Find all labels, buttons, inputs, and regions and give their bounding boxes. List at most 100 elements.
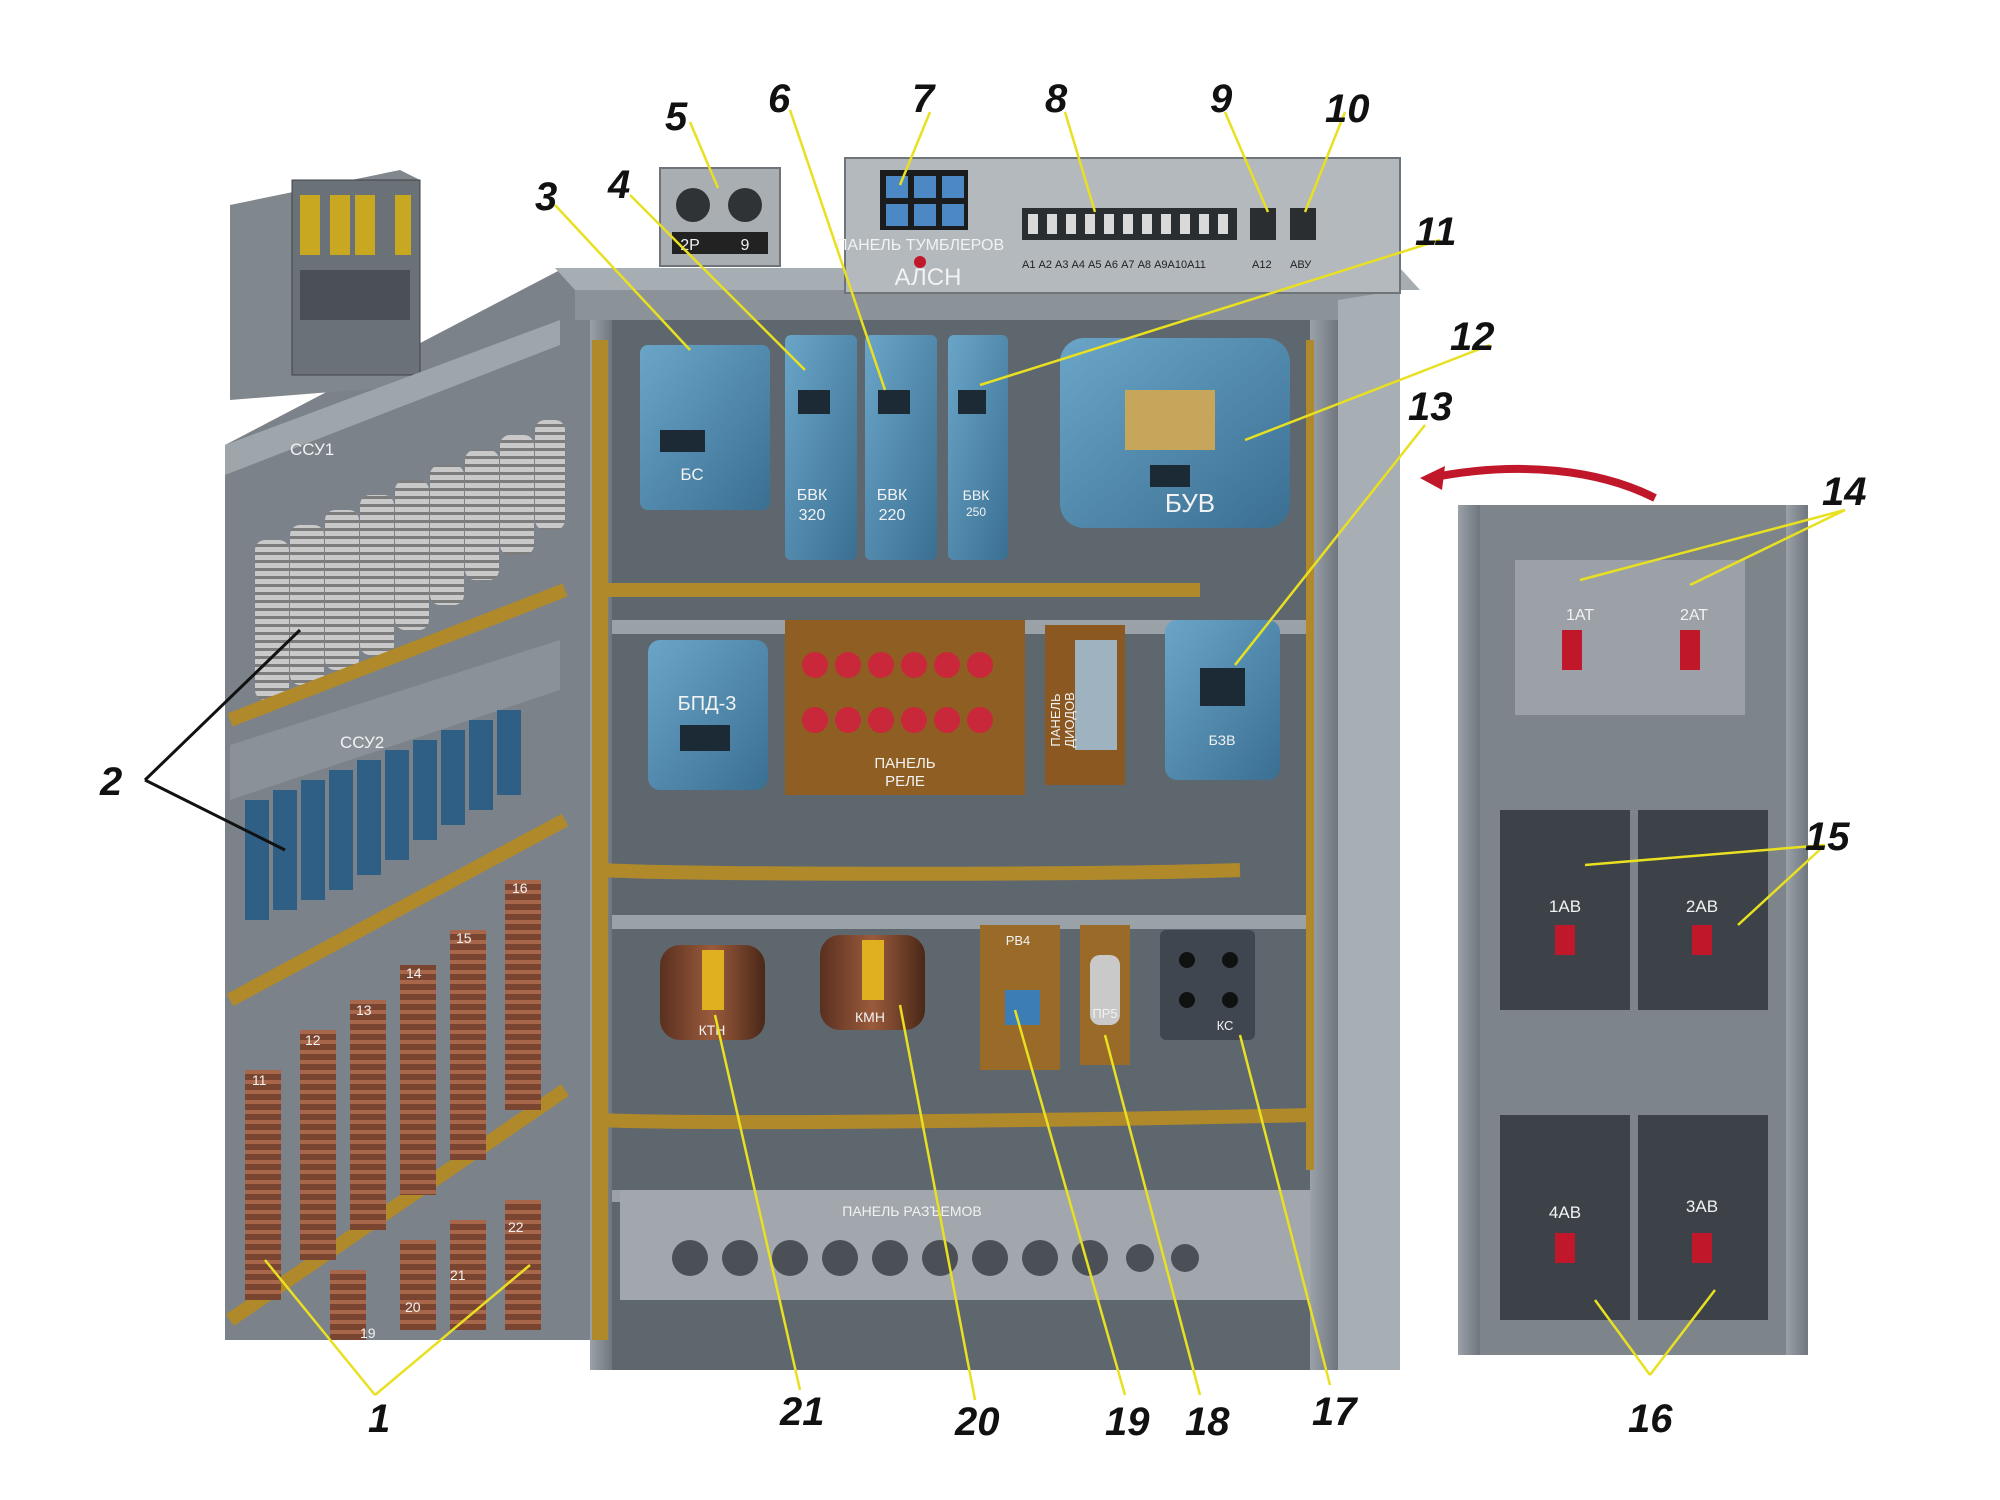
panel-rele-label-a: ПАНЕЛЬ xyxy=(874,755,935,772)
red-arrow-head xyxy=(1420,466,1445,490)
ssu2-modules xyxy=(245,710,521,920)
leader-lines xyxy=(143,109,1846,1401)
panel-rele-label-b: РЕЛЕ xyxy=(885,773,925,790)
connector-9 xyxy=(728,188,762,222)
res-16-label: 16 xyxy=(512,880,528,896)
callout-4: 4 xyxy=(607,163,630,207)
res-14-label: 14 xyxy=(406,965,422,981)
pr5-label: ПР5 xyxy=(1092,1006,1117,1021)
ssu1-label: ССУ1 xyxy=(290,440,334,459)
callout-1: 1 xyxy=(368,1397,390,1441)
callout-8: 8 xyxy=(1045,77,1068,121)
cabinet-post-right xyxy=(1310,320,1338,1370)
callout-12: 12 xyxy=(1450,315,1495,359)
res-11-label: 11 xyxy=(252,1072,267,1088)
panel-diodov-label-a: ПАНЕЛЬ xyxy=(1048,693,1063,746)
bvk250-label-b: 250 xyxy=(966,505,986,519)
ssu2-label: ССУ2 xyxy=(340,733,384,752)
callout-6: 6 xyxy=(768,77,791,121)
conn-2p-label: 2Р xyxy=(680,237,700,254)
res-15-label: 15 xyxy=(456,930,472,946)
panel-razemov-label: ПАНЕЛЬ РАЗЪЕМОВ xyxy=(842,1203,981,1219)
contactor-ks: КС xyxy=(1160,930,1255,1040)
avu-breaker xyxy=(1290,208,1316,240)
at2-label: 2АТ xyxy=(1680,607,1708,624)
connector-block: 2Р 9 xyxy=(659,167,781,267)
at1-label: 1АТ xyxy=(1566,607,1594,624)
inset-cabinet xyxy=(230,170,421,400)
callout-13: 13 xyxy=(1408,385,1453,429)
av3-label: 3АВ xyxy=(1686,1197,1718,1216)
bzv-label: БЗВ xyxy=(1209,732,1236,748)
bvk220-label-b: 220 xyxy=(879,507,906,524)
conn-9-label: 9 xyxy=(741,237,750,254)
cabinet-top-beam xyxy=(575,290,1400,320)
ktn-label: КТН xyxy=(699,1022,726,1038)
rail-2 xyxy=(612,915,1312,929)
callout-17: 17 xyxy=(1312,1390,1358,1434)
callout-16: 16 xyxy=(1628,1397,1673,1441)
callout-3: 3 xyxy=(535,175,557,219)
cable-run-3 xyxy=(599,1108,1311,1130)
panel-diodov: ПАНЕЛЬ ДИОДОВ xyxy=(1045,625,1125,785)
res-21-label: 21 xyxy=(450,1267,466,1283)
red-arrow xyxy=(1429,465,1657,502)
block-buv: БУВ xyxy=(1060,338,1290,528)
coil-resistors: 11 12 13 14 15 16 19 20 21 22 xyxy=(245,880,541,1341)
contactor-kmn: КМН xyxy=(820,935,925,1030)
res-12-label: 12 xyxy=(305,1032,321,1048)
callout-20: 20 xyxy=(954,1400,1000,1444)
callout-numbers: 1 2 3 4 5 6 7 8 9 10 11 12 13 14 15 16 1… xyxy=(99,77,1867,1444)
panel-tumblerov-label: ПАНЕЛЬ ТУМБЛЕРОВ xyxy=(836,237,1004,254)
callout-14: 14 xyxy=(1822,470,1867,514)
block-bvk-320: БВК 320 xyxy=(785,335,857,560)
avu-label: АВУ xyxy=(1290,259,1312,271)
callout-9: 9 xyxy=(1210,77,1233,121)
callout-10: 10 xyxy=(1325,87,1370,131)
callout-19: 19 xyxy=(1105,1400,1150,1444)
ks-label: КС xyxy=(1217,1018,1234,1033)
callout-7: 7 xyxy=(912,77,936,121)
callout-15: 15 xyxy=(1805,815,1850,859)
callout-2: 2 xyxy=(99,760,122,804)
kmn-label: КМН xyxy=(855,1009,885,1025)
right-cabinet: 1АТ 2АТ 1АВ 2АВ 4АВ 3АВ xyxy=(1458,505,1808,1355)
av1-label: 1АВ xyxy=(1549,897,1581,916)
bs-label: БС xyxy=(680,465,703,484)
block-bzv: БЗВ xyxy=(1165,620,1280,780)
spring-resistors xyxy=(255,420,565,700)
panel-diodov-label-b: ДИОДОВ xyxy=(1062,692,1077,748)
block-bvk-220: БВК 220 xyxy=(865,335,937,560)
cabinet-right-wall xyxy=(1338,290,1400,1370)
res-20-label: 20 xyxy=(405,1299,421,1315)
contactor-ktn: КТН xyxy=(660,945,765,1040)
callout-18: 18 xyxy=(1185,1400,1230,1444)
callout-5: 5 xyxy=(665,95,688,139)
alsn-label: АЛСН xyxy=(895,264,962,291)
panel-razemov: ПАНЕЛЬ РАЗЪЕМОВ xyxy=(620,1190,1310,1300)
res-19-label: 19 xyxy=(360,1325,376,1341)
block-bvk-250: БВК 250 xyxy=(948,335,1008,560)
alsn-lamp xyxy=(914,256,926,268)
toggle-panel: ПАНЕЛЬ ТУМБЛЕРОВ АЛСН А1 А2 А3 А4 А5 А6 … xyxy=(836,157,1401,294)
connector-2p xyxy=(676,188,710,222)
res-22-label: 22 xyxy=(508,1219,524,1235)
ssu-panel: ССУ1 ССУ2 xyxy=(225,320,569,1326)
bvk220-label-a: БВК xyxy=(877,487,908,504)
relay-rv4: РВ4 xyxy=(980,925,1060,1070)
panel-rele: ПАНЕЛЬ РЕЛЕ xyxy=(785,620,1025,795)
block-bpd-3: БПД-3 xyxy=(648,640,768,790)
cable-run-2 xyxy=(599,863,1241,881)
callout-21: 21 xyxy=(779,1390,825,1434)
av2-label: 2АВ xyxy=(1686,897,1718,916)
fuse-pr5: ПР5 xyxy=(1080,925,1130,1065)
breakers-row-label: А1 А2 А3 А4 А5 А6 А7 А8 А9А10А11 xyxy=(1022,259,1206,271)
callout-11: 11 xyxy=(1415,210,1457,254)
block-bs: БС xyxy=(640,345,770,510)
a12-label: А12 xyxy=(1252,259,1272,271)
buv-label: БУВ xyxy=(1165,488,1215,518)
av4-label: 4АВ xyxy=(1549,1203,1581,1222)
rv4-label: РВ4 xyxy=(1006,933,1031,948)
bvk320-label-b: 320 xyxy=(799,507,826,524)
